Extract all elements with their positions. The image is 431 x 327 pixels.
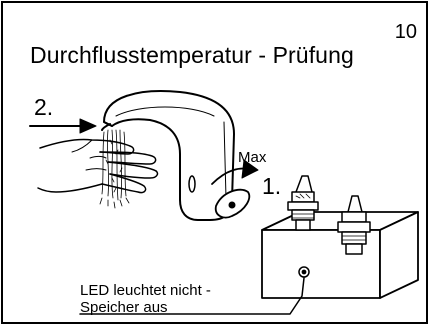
step-2-arrow-icon [29, 118, 97, 134]
step-2-label: 2. [34, 94, 54, 120]
callout-line [79, 277, 305, 315]
led-status-label-line-1: LED leuchtet nicht - [80, 282, 211, 299]
right-connector-icon [337, 195, 371, 255]
hand-icon [37, 138, 159, 194]
left-connector-icon [287, 175, 319, 231]
led-status-label-line-2: Speicher aus [80, 299, 168, 316]
lever-icon [214, 188, 251, 219]
rotation-arrow-icon [211, 159, 259, 185]
page-number: 10 [394, 21, 417, 43]
faucet-icon [101, 90, 235, 221]
page-frame [1, 1, 428, 324]
page-title: Durchflusstemperatur - Prüfung [30, 42, 354, 68]
step-1-label: 1. [262, 173, 282, 199]
max-label: Max [238, 149, 267, 166]
